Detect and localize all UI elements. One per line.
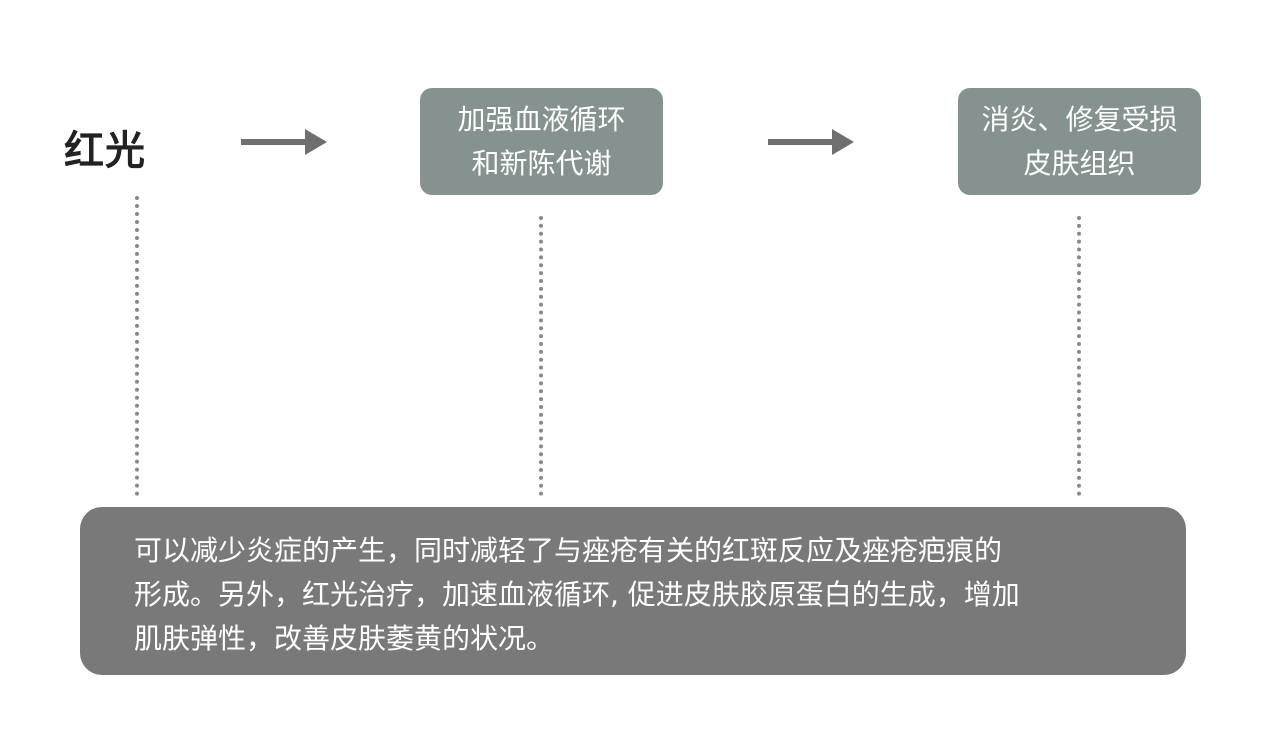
dotted-connector xyxy=(135,196,139,496)
summary-panel: 可以减少炎症的产生，同时减轻了与痤疮有关的红斑反应及痤疮疤痕的 形成。另外，红光… xyxy=(80,507,1186,675)
dotted-connector xyxy=(1077,216,1081,496)
step-text-line: 和新陈代谢 xyxy=(471,146,612,180)
summary-line: 形成。另外，红光治疗，加速血液循环, 促进皮肤胶原蛋白的生成，增加 xyxy=(134,578,1020,611)
step-box-repair: 消炎、修复受损 皮肤组织 xyxy=(958,88,1201,195)
step-text-line: 加强血液循环 xyxy=(457,102,626,136)
summary-line: 可以减少炎症的产生，同时减轻了与痤疮有关的红斑反应及痤疮疤痕的 xyxy=(134,534,1003,567)
step-box-circulation: 加强血液循环 和新陈代谢 xyxy=(420,88,663,195)
summary-line: 肌肤弹性，改善皮肤萎黄的状况。 xyxy=(134,622,555,655)
dotted-connector xyxy=(539,216,543,496)
arrow-icon xyxy=(241,129,327,155)
red-light-label: 红光 xyxy=(64,128,146,174)
arrow-icon xyxy=(768,129,854,155)
step-text-line: 皮肤组织 xyxy=(1023,146,1136,180)
step-text-line: 消炎、修复受损 xyxy=(981,102,1178,136)
